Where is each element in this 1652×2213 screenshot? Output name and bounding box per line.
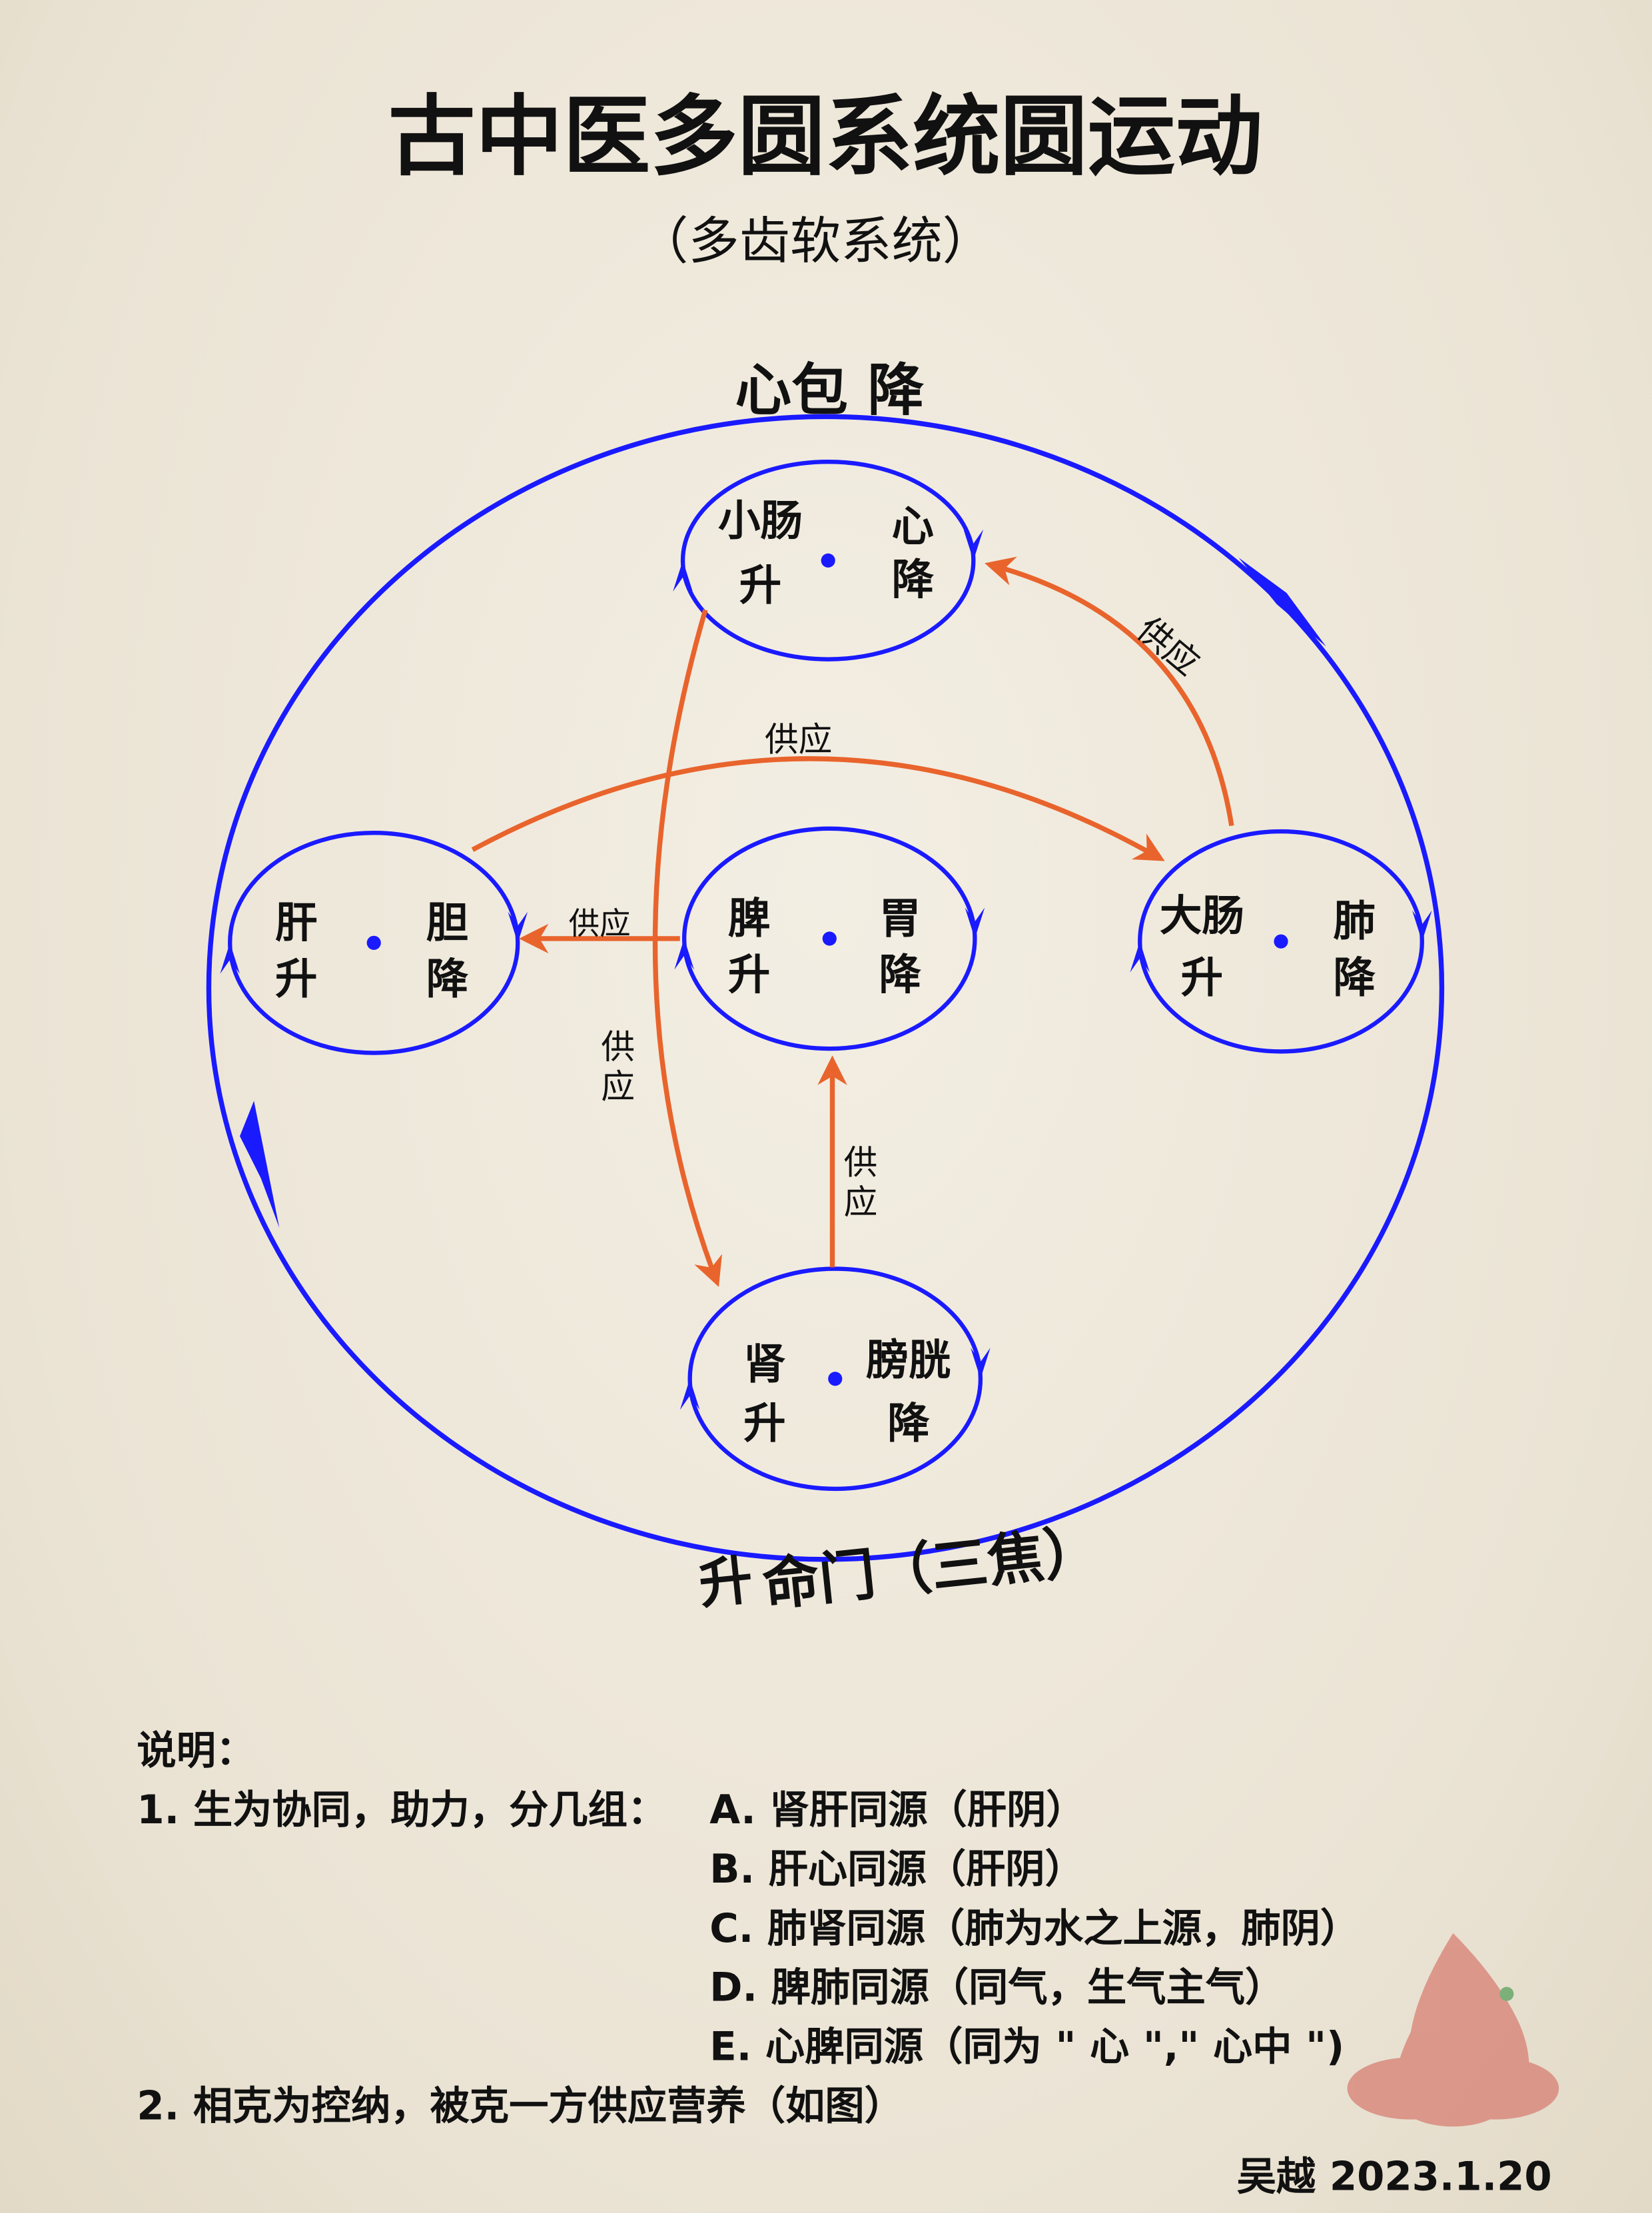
svg-text:胃: 胃 bbox=[879, 894, 921, 943]
svg-text:降: 降 bbox=[426, 955, 469, 1004]
svg-text:降: 降 bbox=[879, 950, 921, 999]
outer-top-label: 心包 降 bbox=[735, 357, 924, 423]
svg-text:升: 升 bbox=[743, 1399, 786, 1448]
svg-text:降: 降 bbox=[887, 1399, 930, 1448]
svg-text:脾: 脾 bbox=[728, 894, 771, 943]
notes-group-c: C. 肺肾同源（肺为水之上源，肺阴） bbox=[709, 1905, 1360, 1951]
signature: 吴越 2023.1.20 bbox=[1237, 2154, 1552, 2200]
organ-circle-center: 脾 升 胃 降 bbox=[674, 826, 985, 1051]
svg-text:肺: 肺 bbox=[1333, 897, 1376, 946]
svg-text:肾: 肾 bbox=[743, 1340, 786, 1389]
supply-arrow-fei-to-xin bbox=[985, 556, 1234, 827]
supply-label-vertical-center-2: 应 bbox=[843, 1182, 877, 1222]
organ-circle-right: 大肠 升 肺 降 bbox=[1130, 829, 1432, 1054]
svg-text:小肠: 小肠 bbox=[718, 496, 803, 545]
notes-group-d: D. 脾肺同源（同气，生气主气） bbox=[709, 1965, 1284, 2010]
svg-text:大肠: 大肠 bbox=[1160, 891, 1244, 940]
notes-group-e: E. 心脾同源（同为 " 心 "," 心中 ") bbox=[709, 2024, 1344, 2070]
svg-text:升: 升 bbox=[728, 950, 771, 999]
outer-bottom-rise: 升 bbox=[696, 1548, 756, 1616]
supply-label-vertical-center-1: 供 bbox=[843, 1143, 877, 1182]
supply-label-top: 供应 bbox=[765, 719, 833, 759]
svg-text:降: 降 bbox=[891, 555, 934, 604]
svg-text:升: 升 bbox=[1181, 953, 1224, 1002]
outer-arrowhead-down-icon bbox=[1238, 558, 1326, 647]
supply-arrow-xiaochang-to-shen bbox=[652, 609, 723, 1287]
page-title: 古中医多圆系统圆运动 bbox=[388, 86, 1262, 188]
supply-label-left: 供应 bbox=[568, 906, 630, 942]
svg-text:升: 升 bbox=[275, 955, 318, 1004]
supply-label-vertical-left-2: 应 bbox=[601, 1067, 635, 1106]
organ-circle-top: 小肠 升 心 降 bbox=[673, 459, 984, 662]
svg-text:胆: 胆 bbox=[426, 898, 469, 947]
supply-label-vertical-left-1: 供 bbox=[601, 1027, 635, 1067]
svg-text:升: 升 bbox=[739, 561, 782, 610]
organ-circle-left: 肝 升 胆 降 bbox=[220, 830, 528, 1055]
outer-arrowhead-up-icon bbox=[240, 1101, 280, 1228]
notes-group-b: B. 肝心同源（肝阴） bbox=[709, 1846, 1084, 1892]
supply-arrow-gan-to-dachang bbox=[471, 756, 1165, 861]
page-subtitle: （多齿软系统） bbox=[637, 211, 993, 270]
organ-circle-bottom: 肾 升 膀胱 降 bbox=[679, 1266, 991, 1492]
svg-text:膀胱: 膀胱 bbox=[866, 1335, 951, 1384]
notes-group-a: A. 肾肝同源（肝阴） bbox=[709, 1787, 1085, 1833]
center-dot bbox=[821, 553, 835, 568]
outer-circle bbox=[206, 414, 1445, 1562]
notes-item-2: 2. 相克为控纳，被克一方供应营养（如图） bbox=[137, 2083, 903, 2129]
lotus-logo bbox=[1347, 1933, 1559, 2127]
outer-bottom-label: 命门（三焦） bbox=[759, 1518, 1103, 1619]
notes-heading: 说明： bbox=[137, 1727, 255, 1773]
supply-label-right: 供应 bbox=[1130, 610, 1207, 683]
arrowhead-down-icon bbox=[963, 529, 984, 561]
arrowhead-up-icon bbox=[673, 560, 693, 592]
svg-text:肝: 肝 bbox=[275, 898, 318, 947]
notes-item-1: 1. 生为协同，助力，分几组： bbox=[137, 1787, 667, 1833]
svg-text:心: 心 bbox=[891, 502, 934, 551]
svg-text:降: 降 bbox=[1333, 953, 1376, 1002]
